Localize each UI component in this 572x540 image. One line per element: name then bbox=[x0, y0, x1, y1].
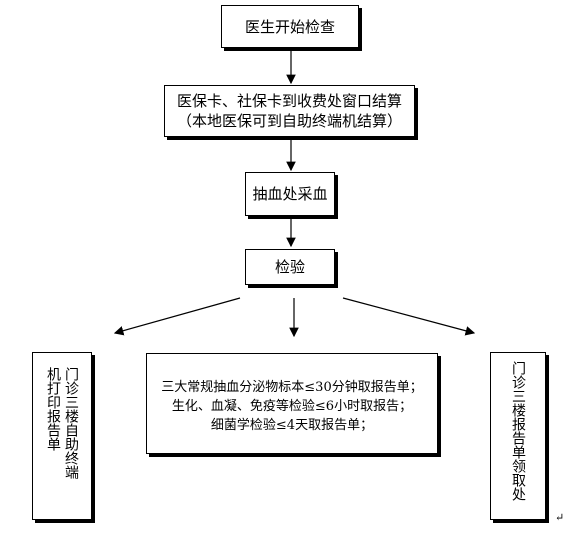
blood-node-label: 抽血处采血 bbox=[252, 185, 328, 203]
paragraph-mark: ↵ bbox=[555, 511, 565, 524]
center-line-2: 生化、血凝、免疫等检验≤6小时取报告； bbox=[171, 399, 413, 414]
right-result-node: 门诊三楼报告单领取处 bbox=[490, 352, 546, 520]
start-node: 医生开始检查 bbox=[221, 5, 359, 48]
arrow-test-to-right bbox=[342, 297, 476, 336]
arrow-test-to-left bbox=[113, 297, 241, 336]
payment-node: 医保卡、社保卡到收费处窗口结算 （本地医保可到自助终端机结算） bbox=[164, 85, 415, 137]
center-line-1: 三大常规抽血分泌物标本≤30分钟取报告单； bbox=[161, 380, 423, 395]
left-result-text: 门诊三楼自助终端 机打印报告单 bbox=[44, 367, 80, 479]
left-result-node: 门诊三楼自助终端 机打印报告单 bbox=[32, 352, 92, 520]
test-node: 检验 bbox=[245, 249, 335, 285]
payment-line-2: （本地医保可到自助终端机结算） bbox=[176, 112, 402, 130]
left-col-2: 机打印报告单 bbox=[45, 367, 61, 451]
right-col-1: 门诊三楼报告单领取处 bbox=[510, 361, 526, 501]
start-node-label: 医生开始检查 bbox=[244, 17, 335, 36]
test-node-label: 检验 bbox=[274, 258, 305, 276]
center-result-node: 三大常规抽血分泌物标本≤30分钟取报告单； 生化、血凝、免疫等检验≤6小时取报告… bbox=[146, 353, 438, 454]
left-col-1: 门诊三楼自助终端 bbox=[63, 367, 79, 479]
center-line-3: 细菌学检验≤4天取报告单； bbox=[210, 418, 374, 433]
blood-node: 抽血处采血 bbox=[245, 172, 335, 216]
payment-line-1: 医保卡、社保卡到收费处窗口结算 bbox=[176, 92, 402, 110]
